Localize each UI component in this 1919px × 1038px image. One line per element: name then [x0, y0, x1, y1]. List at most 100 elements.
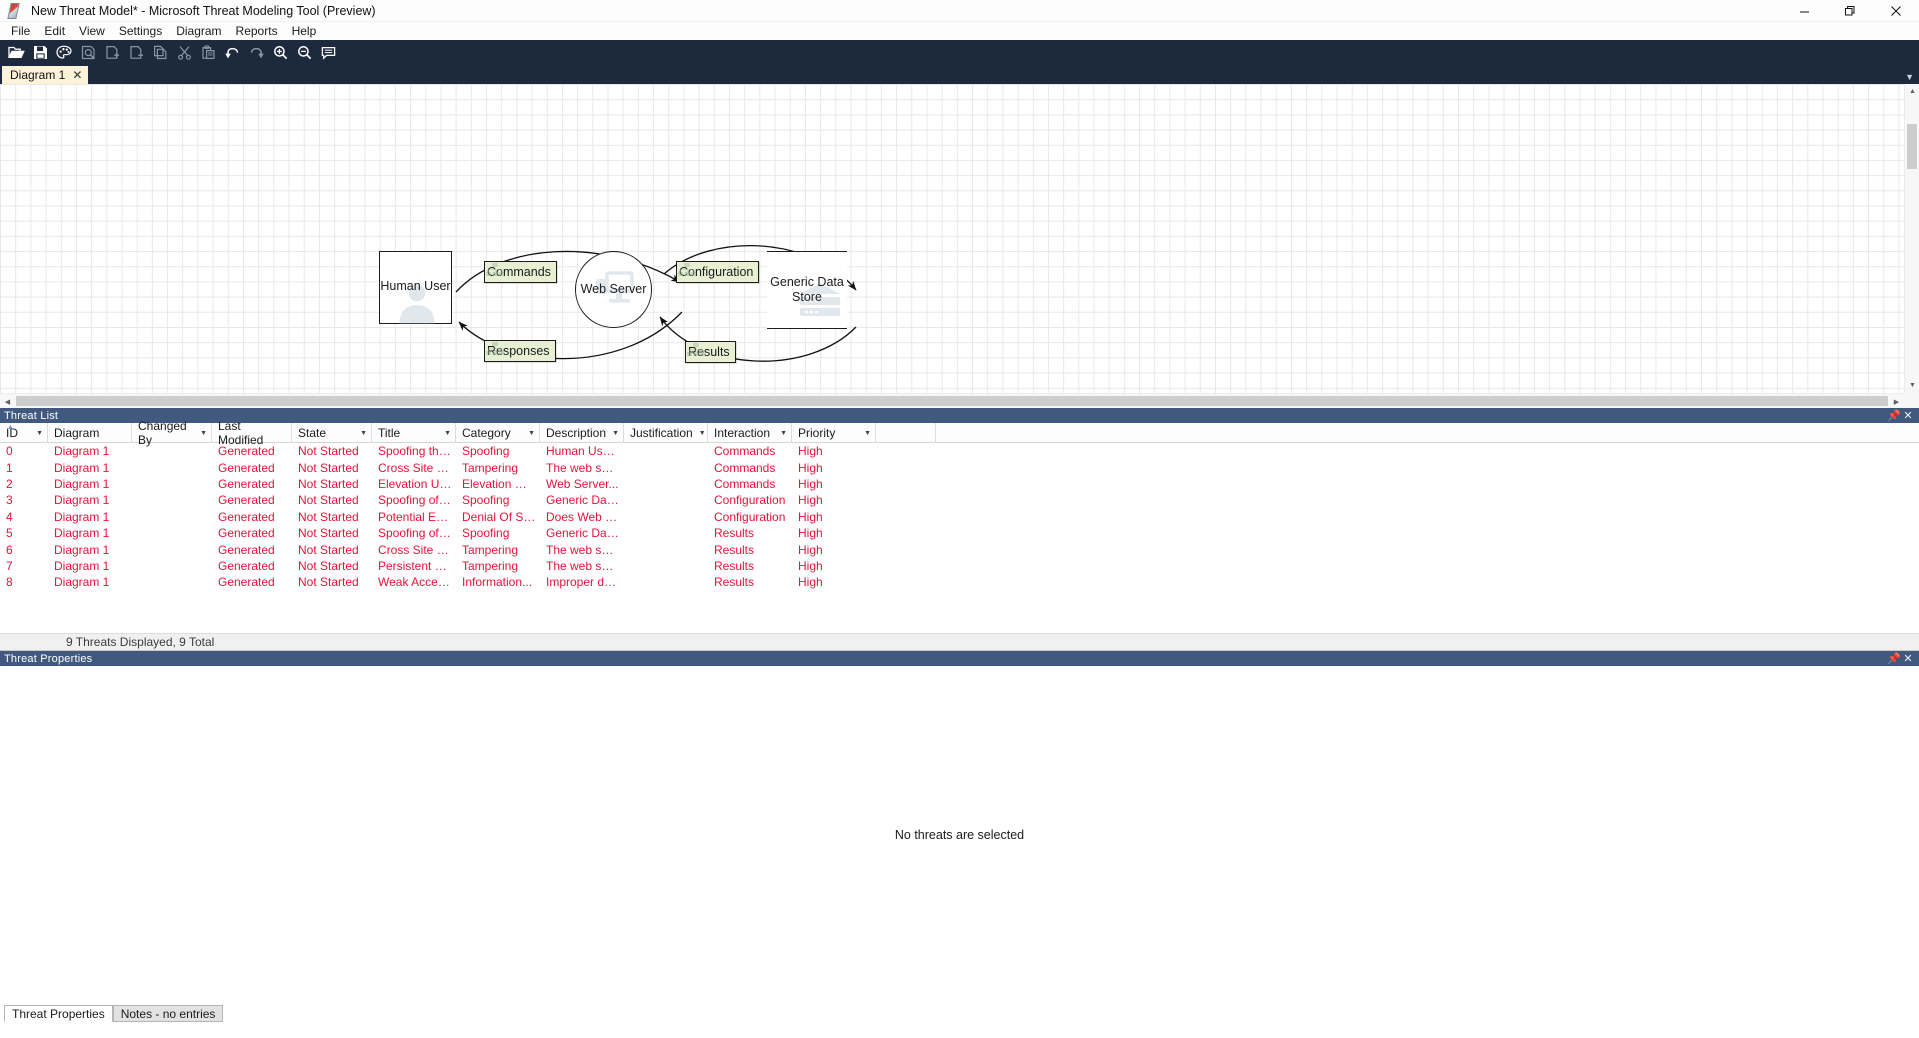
cell-title: Cross Site Scr... [378, 460, 456, 475]
diagram-flow-label-responses[interactable]: Responses [484, 340, 556, 362]
paste-icon[interactable] [196, 41, 220, 64]
column-header-diagram[interactable]: Diagram [48, 423, 132, 443]
column-header-label: Category [462, 426, 511, 440]
diagram-flow-label-commands[interactable]: Commands [484, 261, 557, 283]
column-header-changed-by[interactable]: Changed By▼ [132, 419, 212, 447]
menu-reports[interactable]: Reports [235, 24, 278, 38]
cell-priority: High [798, 476, 823, 491]
close-icon[interactable]: ✕ [1903, 410, 1913, 422]
scroll-right-icon[interactable]: ▶ [1893, 398, 1900, 406]
canvas-vertical-scrollbar[interactable]: ▲ ▼ [1904, 84, 1919, 393]
cell-diagram: Diagram 1 [54, 476, 110, 491]
column-header-id[interactable]: ▲ID▼ [0, 423, 48, 443]
cell-state: Not Started [298, 444, 359, 459]
vertical-scroll-thumb[interactable] [1907, 124, 1917, 169]
add-diagram-icon[interactable] [100, 41, 124, 64]
cell-id: 1 [6, 460, 13, 475]
menu-edit[interactable]: Edit [44, 24, 66, 38]
column-header-last-modified[interactable]: Last Modified [212, 419, 292, 447]
save-icon[interactable] [28, 41, 52, 64]
column-header-description[interactable]: Description▼ [540, 423, 624, 443]
cell-title: Persistent Cr... [378, 558, 456, 573]
close-button[interactable] [1873, 0, 1919, 22]
tab-threat-properties[interactable]: Threat Properties [4, 1005, 113, 1022]
diagram-node-human-user[interactable] [379, 251, 452, 324]
column-header-interaction[interactable]: Interaction▼ [708, 423, 792, 443]
menu-view[interactable]: View [79, 24, 105, 38]
column-filter-icon[interactable]: ▼ [612, 429, 619, 437]
column-filter-icon[interactable]: ▼ [200, 429, 207, 437]
open-icon[interactable] [4, 41, 28, 64]
cell-priority: High [798, 575, 823, 590]
tab-notes[interactable]: Notes - no entries [112, 1005, 224, 1022]
column-header-label: State [298, 426, 327, 440]
column-filter-icon[interactable]: ▼ [444, 429, 451, 437]
report-preview-icon[interactable] [76, 41, 100, 64]
diagram-flow-label-results[interactable]: Results [685, 341, 736, 363]
scroll-up-icon[interactable]: ▲ [1909, 88, 1916, 95]
column-filter-icon[interactable]: ▼ [698, 429, 706, 437]
diagram-canvas[interactable]: Human User Web Server [0, 84, 1904, 393]
menu-file[interactable]: File [11, 24, 31, 38]
palette-icon[interactable] [52, 41, 76, 64]
cell-last-modified: Generated [218, 460, 275, 475]
cell-priority: High [798, 460, 823, 475]
maximize-button[interactable] [1827, 0, 1873, 22]
pin-icon[interactable]: 📌 [1887, 653, 1901, 665]
title-bar: New Threat Model* - Microsoft Threat Mod… [0, 0, 1919, 22]
cell-last-modified: Generated [218, 526, 275, 541]
zoom-out-icon[interactable] [292, 41, 316, 64]
chevron-down-icon[interactable]: ▼ [1905, 72, 1914, 82]
scroll-left-icon[interactable]: ◀ [4, 398, 11, 406]
diagram-node-generic-data-store[interactable] [767, 251, 847, 329]
column-header-title[interactable]: Title▼ [372, 423, 456, 443]
comment-icon[interactable] [316, 41, 340, 64]
column-header-state[interactable]: State ▼ [292, 423, 372, 443]
column-header-priority[interactable]: Priority▼ [792, 423, 876, 443]
remove-diagram-icon[interactable] [124, 41, 148, 64]
undo-icon[interactable] [220, 41, 244, 64]
minimize-button[interactable] [1781, 0, 1827, 22]
cell-category: Information... [462, 575, 533, 590]
tab-diagram-1[interactable]: Diagram 1 ✕ [2, 66, 89, 84]
column-header-justification[interactable]: Justification▼ [624, 423, 708, 443]
column-filter-icon[interactable]: ▼ [528, 429, 535, 437]
menu-settings[interactable]: Settings [118, 24, 163, 38]
zoom-in-icon[interactable] [268, 41, 292, 64]
menu-help[interactable]: Help [291, 24, 317, 38]
close-icon[interactable]: ✕ [72, 68, 83, 82]
cell-description: Web Server... [546, 476, 619, 491]
column-filter-icon[interactable]: ▼ [36, 429, 43, 437]
column-header-blank[interactable] [876, 423, 936, 443]
horizontal-scroll-thumb[interactable] [16, 396, 1888, 406]
column-header-category[interactable]: Category ▼ [456, 423, 540, 443]
column-filter-icon[interactable]: ▼ [780, 429, 787, 437]
threat-properties-body: No threats are selected [0, 666, 1919, 1004]
cut-icon[interactable] [172, 41, 196, 64]
cell-priority: High [798, 558, 823, 573]
copy-diagram-icon[interactable] [148, 41, 172, 64]
threat-properties-title: Threat Properties [4, 652, 93, 665]
diagram-node-web-server[interactable] [575, 251, 652, 328]
diagram-flow-label-configuration[interactable]: Configuration [676, 261, 760, 283]
redo-icon[interactable] [244, 41, 268, 64]
pin-icon[interactable]: 📌 [1887, 410, 1901, 422]
cell-diagram: Diagram 1 [54, 460, 110, 475]
canvas-horizontal-scrollbar[interactable]: ◀ ▶ [0, 393, 1904, 408]
column-filter-icon[interactable]: ▼ [360, 429, 367, 437]
cell-category: Spoofing [462, 526, 510, 541]
close-icon[interactable]: ✕ [1903, 653, 1913, 665]
menu-diagram[interactable]: Diagram [176, 24, 222, 38]
column-filter-icon[interactable]: ▼ [864, 429, 871, 437]
scroll-down-icon[interactable]: ▼ [1909, 382, 1916, 389]
